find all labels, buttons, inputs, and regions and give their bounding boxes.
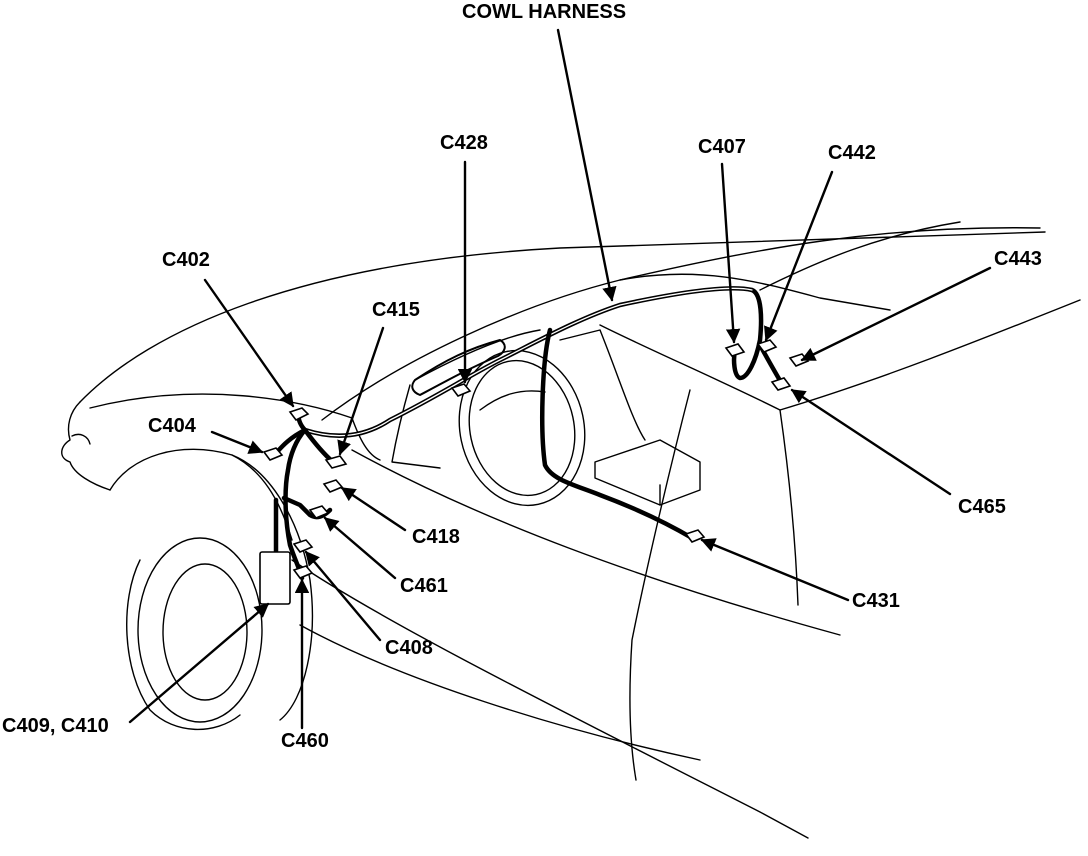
label-cowl-harness: COWL HARNESS — [462, 1, 627, 23]
wheel-well — [231, 454, 313, 721]
hood-crease — [89, 393, 353, 419]
b-pillar — [779, 409, 799, 606]
label-c431: C431 — [852, 590, 900, 612]
window-sill — [599, 324, 781, 411]
label-c443: C443 — [994, 248, 1042, 270]
rear-deck — [779, 299, 1081, 411]
label-c407: C407 — [698, 136, 746, 158]
harness-branch-left — [283, 427, 308, 581]
label-c418: C418 — [412, 526, 460, 548]
label-c404: C404 — [148, 415, 196, 437]
leader-c407 — [720, 162, 741, 344]
rocker-line — [291, 559, 809, 839]
leader-c404 — [210, 430, 264, 454]
connector-c402 — [288, 407, 310, 422]
fender-arch — [109, 448, 293, 541]
leader-c431 — [700, 538, 850, 602]
connector-c460 — [292, 565, 314, 579]
leader-lines — [128, 28, 992, 730]
harness-cover — [411, 339, 506, 396]
relay-box — [259, 551, 291, 605]
connector-c465 — [770, 377, 792, 391]
leader-c408 — [304, 550, 382, 642]
roof-line — [619, 273, 891, 311]
beltline — [351, 449, 841, 636]
tire-outer — [137, 537, 263, 723]
leader-c442 — [764, 170, 834, 342]
front-nose — [61, 401, 111, 491]
steering-wheel-inner — [468, 359, 576, 497]
sill-line — [299, 624, 701, 761]
connectors — [262, 339, 810, 579]
label-c415: C415 — [372, 299, 420, 321]
leader-c415 — [337, 326, 385, 456]
label-c409-c410: C409, C410 — [2, 715, 109, 737]
label-c461: C461 — [400, 575, 448, 597]
harness-branch-c431 — [540, 327, 695, 541]
leader-c443 — [800, 266, 992, 362]
windshield-top — [321, 227, 1041, 421]
steering-wheel-outer — [458, 349, 586, 507]
leader-c409-c410 — [128, 602, 270, 724]
leader-cowl-harness — [556, 28, 617, 302]
connector-c418 — [322, 479, 344, 493]
steering-spoke — [479, 390, 546, 411]
cowl-edge — [351, 417, 381, 461]
connector-c428 — [450, 383, 472, 397]
dash-top — [414, 329, 541, 381]
connector-c443 — [788, 353, 810, 367]
leader-c461 — [323, 516, 397, 580]
connector-c407 — [724, 343, 746, 357]
connector-c461 — [308, 505, 330, 519]
harness-runs — [259, 286, 785, 605]
console — [594, 439, 701, 506]
connector-c415 — [324, 455, 348, 469]
leader-c418 — [340, 486, 407, 532]
car-body — [61, 221, 1081, 839]
connector-c431 — [684, 529, 706, 543]
label-c442: C442 — [828, 142, 876, 164]
connector-c408 — [292, 539, 314, 553]
hood-line — [79, 231, 1046, 403]
label-c402: C402 — [162, 249, 210, 271]
label-c428: C428 — [440, 132, 488, 154]
leader-c465 — [790, 388, 952, 496]
dash-left — [391, 384, 441, 469]
roof-rear — [759, 221, 961, 291]
label-c460: C460 — [281, 730, 329, 752]
door-front-edge — [629, 389, 691, 781]
label-c465: C465 — [958, 496, 1006, 518]
tire-inner — [162, 563, 248, 701]
leader-c402 — [203, 278, 295, 408]
headlamp — [71, 433, 91, 445]
connector-c404 — [262, 447, 284, 461]
label-c408: C408 — [385, 637, 433, 659]
dash-center — [559, 329, 646, 441]
tire-edge — [126, 559, 241, 731]
cowl-harness-highlight — [304, 287, 753, 437]
